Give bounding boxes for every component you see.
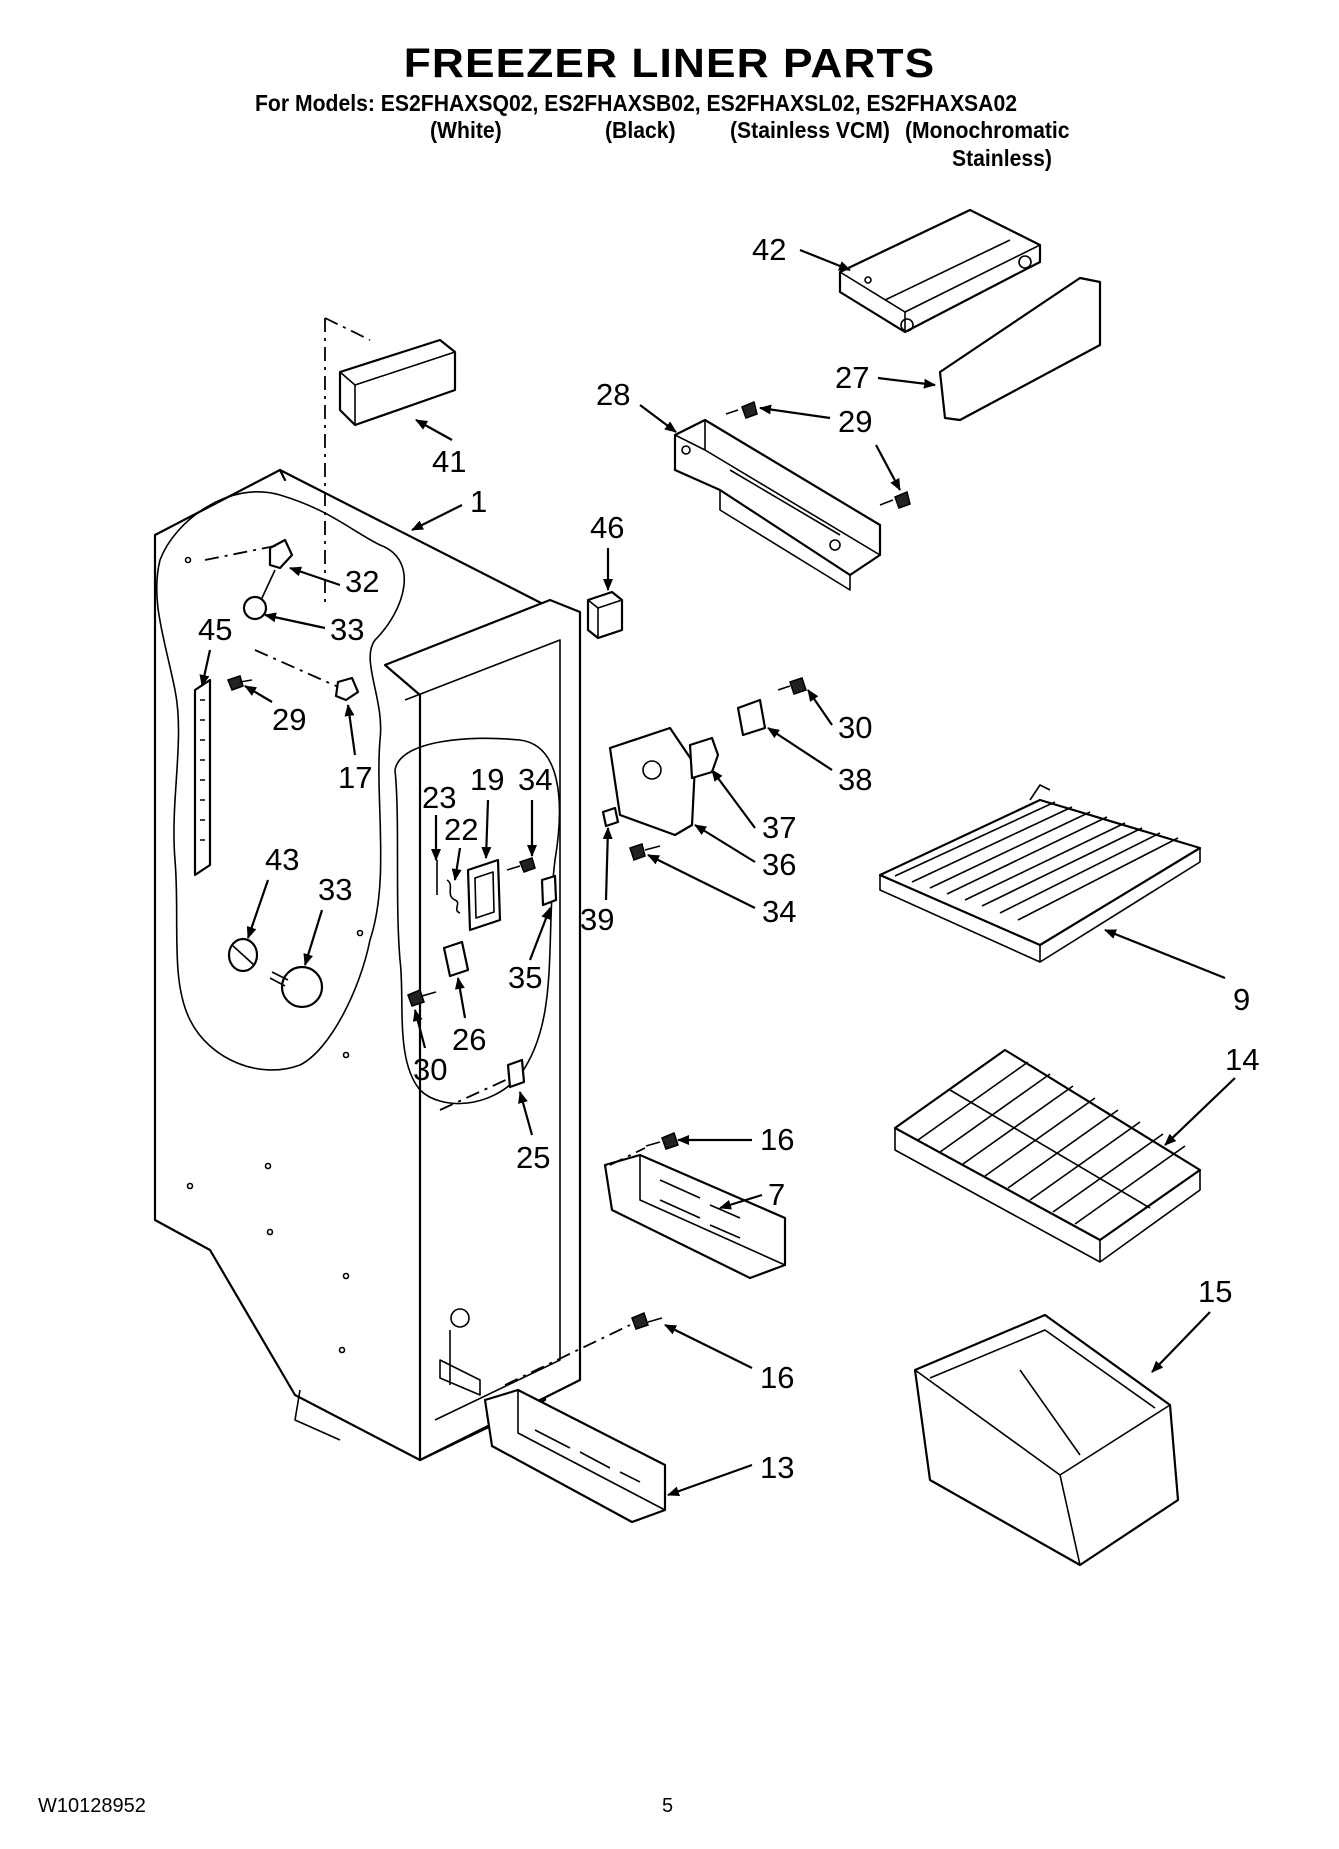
callout-38: 38 (838, 762, 872, 797)
callout-30-right: 30 (838, 710, 872, 745)
part-46-cap (586, 590, 624, 640)
part-39-pin (601, 806, 620, 828)
callout-39: 39 (580, 902, 614, 937)
callout-26: 26 (452, 1022, 486, 1057)
leader-dash-29 (254, 649, 346, 691)
callout-33-upper: 33 (330, 612, 364, 647)
part-29-screw-left (227, 675, 253, 691)
callout-27: 27 (835, 360, 869, 395)
part-14-wire-shelf (893, 1048, 1202, 1263)
callout-30-left: 30 (413, 1052, 447, 1087)
part-22-spring (446, 879, 461, 914)
part-37-bracket (688, 736, 720, 780)
variant-white: (White) (430, 117, 502, 143)
document-number: W10128952 (38, 1795, 146, 1817)
callout-9: 9 (1233, 982, 1250, 1017)
part-28-bracket (673, 418, 882, 591)
callout-33-lower: 33 (318, 872, 352, 907)
part-25-plug (506, 1058, 526, 1089)
part-29-screw-top (725, 400, 758, 419)
leader-arrows (199, 248, 1236, 1497)
variant-stainless: (Stainless VCM) (730, 117, 890, 143)
part-19-housing (466, 858, 502, 932)
part-35-clip (540, 874, 558, 907)
leader-dash-25 (439, 1077, 511, 1111)
models-line: For Models: ES2FHAXSQ02, ES2FHAXSB02, ES… (255, 90, 1017, 116)
callout-16-lower: 16 (760, 1360, 794, 1395)
callout-19: 19 (470, 762, 504, 797)
callout-1: 1 (470, 484, 487, 519)
part-45-rail (193, 678, 212, 877)
callout-17: 17 (338, 760, 372, 795)
callout-42: 42 (752, 232, 786, 267)
part-9-shelf (878, 784, 1202, 963)
callout-23: 23 (422, 780, 456, 815)
callout-15: 15 (1198, 1274, 1232, 1309)
callout-29-left: 29 (272, 702, 306, 737)
callout-32: 32 (345, 564, 379, 599)
callout-35: 35 (508, 960, 542, 995)
leader-dash-41b (324, 317, 371, 341)
variant-monochromatic: (Monochromatic (905, 117, 1070, 143)
callout-22: 22 (444, 812, 478, 847)
part-36-housing (608, 726, 697, 837)
page-number: 5 (662, 1795, 674, 1817)
part-38-board (736, 698, 767, 737)
callout-13: 13 (760, 1450, 794, 1485)
callout-14: 14 (1225, 1042, 1259, 1077)
callout-29-upper: 29 (838, 404, 872, 439)
part-41-cover (338, 338, 457, 427)
callout-labels: 42 27 28 29 41 1 46 32 33 45 29 17 30 38… (198, 232, 1259, 1485)
page-title: FREEZER LINER PARTS (403, 40, 936, 86)
callout-25: 25 (516, 1140, 550, 1175)
leader-dash-16a (609, 1147, 646, 1166)
part-16-screw-upper (645, 1131, 679, 1150)
callout-7: 7 (768, 1177, 785, 1212)
part-16-screw-lower (631, 1311, 663, 1330)
callout-41: 41 (432, 444, 466, 479)
callout-16-upper: 16 (760, 1122, 794, 1157)
part-13-trim (483, 1388, 667, 1524)
part-32-light-socket (242, 538, 294, 621)
part-42-cover (838, 208, 1042, 334)
part-17-clip (334, 676, 360, 702)
callout-43: 43 (265, 842, 299, 877)
part-30-screw-a (407, 988, 437, 1007)
part-7-trim (603, 1153, 787, 1280)
part-27-panel (938, 276, 1102, 422)
part-34-screw-a (506, 857, 536, 873)
part-26-switch (442, 940, 470, 978)
part-33-bulb (269, 965, 324, 1009)
callout-37: 37 (762, 810, 796, 845)
callout-45: 45 (198, 612, 232, 647)
callout-28: 28 (596, 377, 630, 412)
callout-36: 36 (762, 847, 796, 882)
callout-34-lower: 34 (762, 894, 796, 929)
leader-dash-16b (504, 1324, 631, 1386)
part-15-bin (913, 1313, 1180, 1567)
part-30-screw-b (777, 677, 807, 695)
part-43-socket (227, 937, 259, 973)
callout-46: 46 (590, 510, 624, 545)
variant-monochromatic-line2: Stainless) (952, 145, 1052, 171)
callout-34-upper: 34 (518, 762, 552, 797)
variant-black: (Black) (605, 117, 676, 143)
leader-dash-32 (204, 544, 281, 561)
part-34-screw-b (629, 843, 661, 861)
part-29-screw-mid (879, 490, 911, 509)
